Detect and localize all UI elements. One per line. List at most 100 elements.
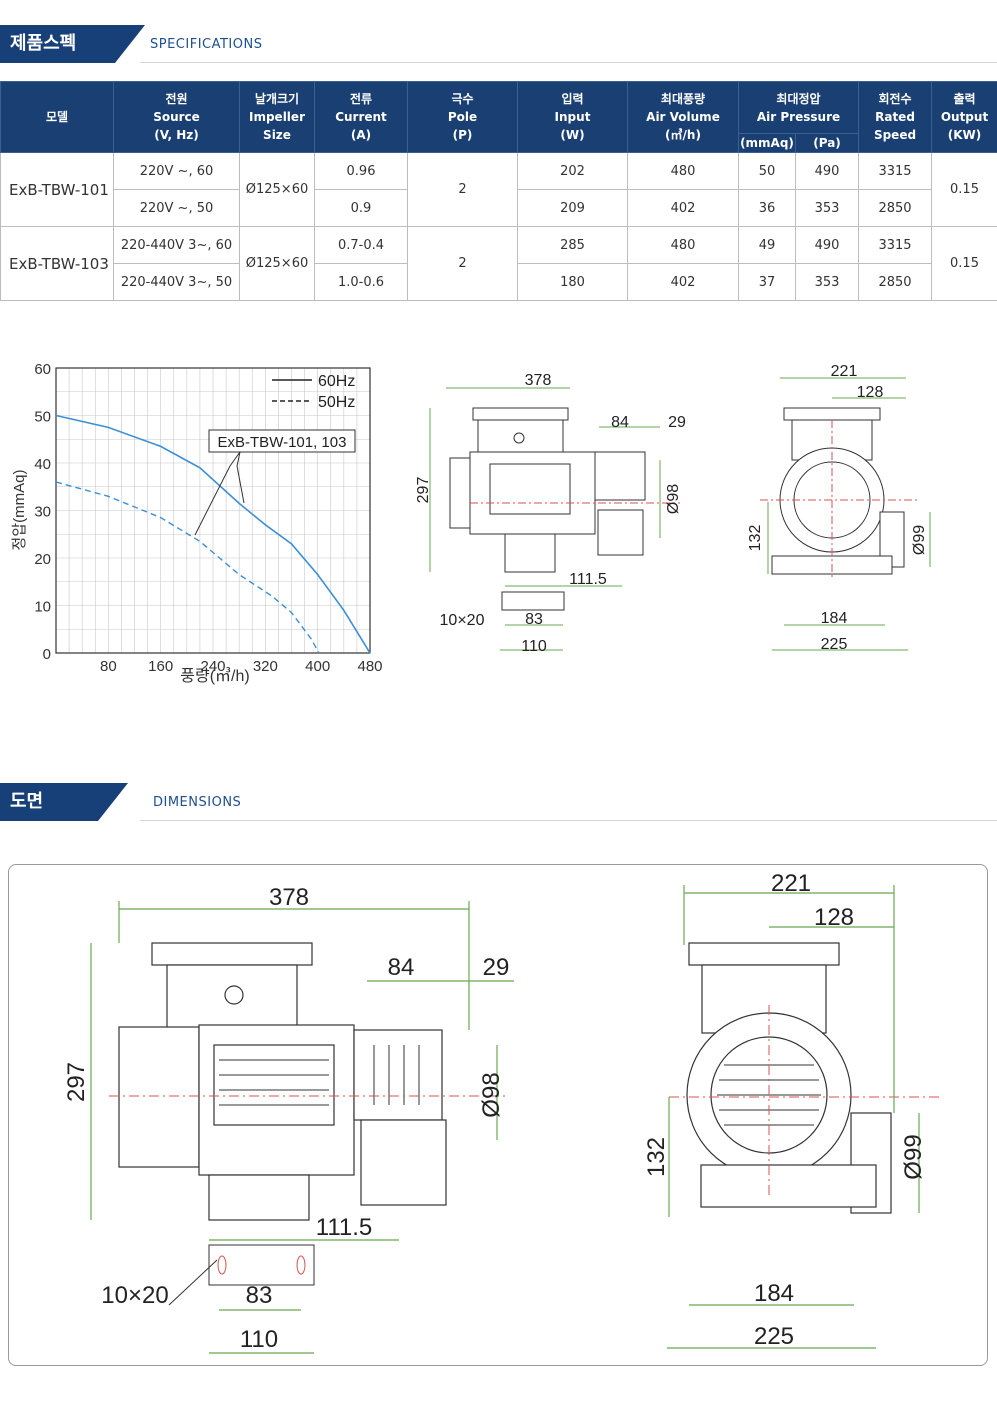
cell-source: 220V ~, 50	[113, 189, 240, 227]
dim-84: 84	[388, 954, 415, 981]
dim-225: 225	[821, 636, 848, 653]
chart-plot-frame	[55, 367, 371, 654]
mounting-foot	[501, 591, 565, 611]
dim-84: 84	[611, 414, 629, 431]
spec-section-divider	[140, 62, 997, 63]
dim-110: 110	[521, 638, 547, 655]
cell-output: 0.15	[931, 226, 997, 301]
cell-source: 220-440V 3~, 60	[113, 226, 240, 264]
slot-leader	[168, 1259, 218, 1306]
dim-221: 221	[831, 363, 858, 380]
cell-output: 0.15	[931, 152, 997, 227]
x-tick-label: 80	[100, 658, 117, 675]
dim-110: 110	[240, 1326, 278, 1353]
cell-current: 1.0-0.6	[314, 263, 408, 301]
large-front-view-drawing: 378 84 29 297 Ø98 111.5 10×20 83 110	[63, 884, 514, 1354]
legend-60hz: 60Hz	[318, 373, 355, 390]
cell-mmaq: 37	[738, 263, 796, 301]
mounting-slot	[217, 1255, 227, 1275]
mounting-slot	[296, 1255, 306, 1275]
dim-section-divider	[140, 820, 997, 821]
cell-air-volume: 402	[627, 189, 739, 227]
dim-slot: 10×20	[101, 1282, 168, 1309]
cell-pa: 353	[794, 189, 860, 227]
dim-221: 221	[771, 870, 811, 897]
legend-50hz: 50Hz	[318, 394, 355, 411]
series-line-50hz	[55, 481, 320, 654]
chart-grid	[56, 368, 370, 653]
dim-111-5: 111.5	[569, 571, 607, 588]
cell-mmaq: 50	[738, 152, 796, 190]
x-tick-label: 400	[305, 658, 330, 675]
dim-225: 225	[754, 1323, 794, 1350]
chart-xlabel: 풍량(㎥/h)	[180, 667, 249, 685]
chart-legend: 60Hz 50Hz	[272, 373, 355, 411]
spec-section-header: 제품스펙 SPECIFICATIONS	[0, 25, 997, 65]
dim-132: 132	[643, 1137, 670, 1177]
cell-air-volume: 480	[627, 226, 739, 264]
cell-pole: 2	[407, 152, 518, 227]
dim-111-5: 111.5	[316, 1214, 373, 1241]
cell-input: 202	[517, 152, 628, 190]
dim-section-header: 도면 DIMENSIONS	[0, 783, 997, 823]
series-line-60hz	[55, 414, 371, 654]
dim-lines	[90, 901, 514, 1354]
motor-fins	[219, 1045, 420, 1106]
dim-83: 83	[246, 1282, 273, 1309]
dimension-drawing-panel: 378 84 29 297 Ø98 111.5 10×20 83 110	[8, 864, 988, 1366]
dim-128: 128	[814, 904, 854, 931]
dim-184: 184	[754, 1280, 794, 1307]
cell-speed: 3315	[858, 152, 933, 190]
dim-297: 297	[415, 477, 432, 504]
table-row: ExB-TBW-101 220V ~, 60 Ø125×60 0.96 2 20…	[0, 152, 997, 227]
cell-air-volume: 402	[627, 263, 739, 301]
annotation-leader	[194, 451, 241, 536]
small-side-view-drawing: 221 128 132 Ø99 184 225	[747, 363, 931, 653]
th-mmaq: (mmAq)	[738, 133, 796, 153]
cell-air-volume: 480	[627, 152, 739, 190]
y-tick-label: 40	[34, 456, 51, 473]
cell-source: 220-440V 3~, 50	[113, 263, 240, 301]
table-row: ExB-TBW-103 220-440V 3~, 60 Ø125×60 0.7-…	[0, 226, 997, 301]
x-tick-label: 480	[357, 658, 382, 675]
annotation-leader	[236, 451, 245, 504]
dim-128: 128	[857, 384, 884, 401]
dim-lines	[667, 885, 920, 1349]
chart-annotation: ExB-TBW-101, 103	[218, 434, 347, 451]
spec-section-title: 제품스펙	[0, 25, 145, 63]
cell-pa: 490	[794, 226, 860, 264]
th-model: 모델	[0, 81, 114, 153]
cell-current: 0.7-0.4	[314, 226, 408, 264]
cell-mmaq: 36	[738, 189, 796, 227]
dim-98: Ø98	[665, 484, 682, 514]
cell-pa: 353	[794, 263, 860, 301]
cell-input: 180	[517, 263, 628, 301]
dim-132: 132	[747, 525, 764, 552]
dim-378: 378	[525, 372, 552, 389]
cell-pa: 490	[794, 152, 860, 190]
table-row: 220-440V 3~, 50 1.0-0.6 180 402 37 353 2…	[1, 263, 997, 301]
cell-mmaq: 49	[738, 226, 796, 264]
th-pa: (Pa)	[794, 133, 860, 153]
x-tick-label: 240	[200, 658, 225, 675]
y-tick-label: 20	[34, 551, 51, 568]
cell-input: 209	[517, 189, 628, 227]
dim-98: Ø98	[478, 1072, 505, 1117]
x-tick-label: 160	[148, 658, 173, 675]
model-name: ExB-TBW-101	[0, 152, 114, 227]
cell-speed: 3315	[858, 226, 933, 264]
dim-29: 29	[668, 414, 686, 431]
cell-pole: 2	[407, 226, 518, 301]
cell-impeller: Ø125×60	[239, 152, 315, 227]
dim-lines	[429, 387, 661, 651]
dim-lines	[767, 377, 931, 651]
dim-83: 83	[525, 611, 543, 628]
